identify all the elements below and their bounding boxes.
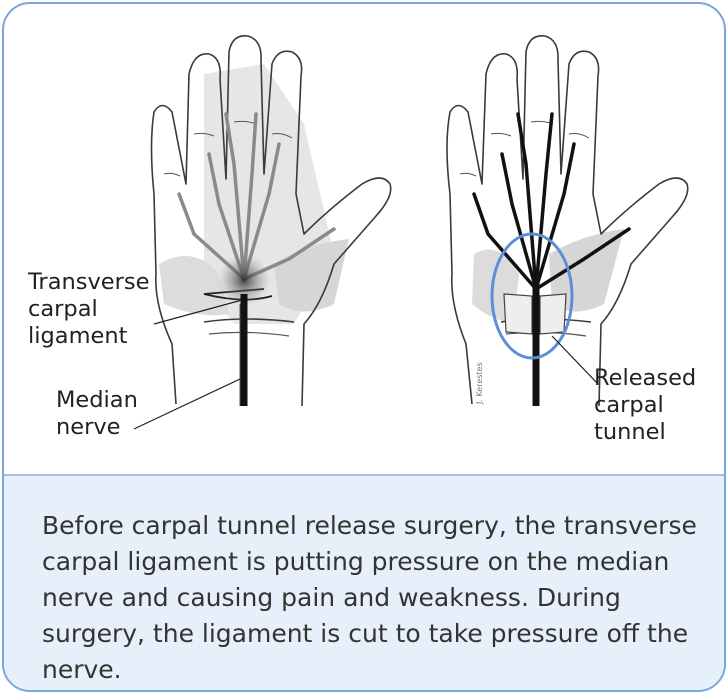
label-released-carpal-tunnel: Released carpal tunnel [594,365,696,446]
left-hand-before [134,36,391,429]
artist-signature: J. Kerestes [475,362,484,405]
caption-panel: Before carpal tunnel release surgery, th… [4,476,724,690]
label-median-nerve: Median nerve [56,387,138,441]
tunnel-leader-line [552,336,598,384]
label-transverse-carpal-ligament: Transverse carpal ligament [28,269,149,350]
caption-text: Before carpal tunnel release surgery, th… [42,508,702,688]
right-hand-after: J. Kerestes [447,36,688,406]
cut-ligament-right [540,294,566,334]
cut-ligament-left [504,294,532,334]
nerve-leader-line [134,379,240,429]
